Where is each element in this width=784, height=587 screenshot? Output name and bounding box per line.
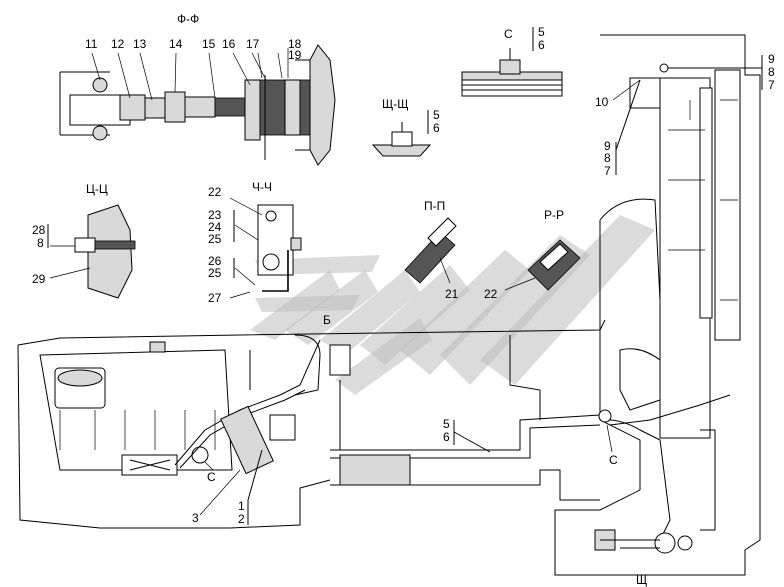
callout-6-main: 6	[443, 430, 450, 444]
callout-21: 21	[445, 287, 459, 301]
callout-25-upper: 25	[208, 232, 222, 246]
callout-15: 15	[202, 37, 216, 51]
section-tsts-detail	[49, 204, 136, 299]
section-label-s-top: С	[504, 27, 513, 41]
section-label-s-left: С	[207, 470, 216, 484]
section-label-chch: Ч-Ч	[252, 180, 272, 194]
callout-27: 27	[208, 291, 222, 305]
callout-22-rr: 22	[484, 287, 498, 301]
callout-8-mid: 8	[604, 151, 611, 165]
callout-1: 1	[238, 499, 245, 513]
callout-26: 26	[208, 254, 222, 268]
callout-25-lower: 25	[208, 266, 222, 280]
callout-19: 19	[288, 48, 302, 62]
callout-12: 12	[111, 37, 125, 51]
callout-9-right: 9	[768, 52, 775, 66]
section-rr-detail	[504, 239, 581, 291]
callout-29: 29	[32, 272, 46, 286]
section-ff-detail	[59, 44, 336, 166]
callout-8-tsts: 8	[37, 236, 44, 250]
callout-14: 14	[169, 37, 183, 51]
callout-17: 17	[246, 37, 260, 51]
callout-11: 11	[85, 37, 98, 51]
callout-5-top: 5	[538, 25, 545, 39]
callout-2: 2	[238, 512, 245, 526]
section-pp-detail	[404, 217, 457, 284]
callout-13: 13	[133, 37, 147, 51]
section-chch-detail	[229, 197, 302, 299]
callout-7-right: 7	[768, 78, 775, 92]
right-frame-structure	[554, 34, 761, 576]
section-label-b: Б	[323, 313, 331, 327]
section-shch-detail	[371, 122, 432, 157]
section-label-tsts: Ц-Ц	[86, 182, 108, 196]
section-label-s-right: С	[609, 453, 618, 467]
section-s-detail	[461, 48, 563, 97]
section-label-pp: П-П	[424, 199, 445, 213]
callout-7-mid: 7	[604, 164, 611, 178]
callout-9-mid: 9	[604, 139, 611, 153]
callout-3: 3	[192, 511, 199, 525]
callout-16: 16	[222, 37, 236, 51]
section-label-shch-bottom: Щ	[636, 573, 647, 587]
section-label-rr: Р-Р	[544, 208, 564, 222]
callout-6-shch: 6	[433, 121, 440, 135]
watermark-logo	[250, 215, 655, 395]
callout-5-shch: 5	[433, 108, 440, 122]
callout-8-right: 8	[768, 65, 775, 79]
callout-22-chch: 22	[208, 185, 222, 199]
callout-6-top: 6	[538, 38, 545, 52]
section-label-shch: Щ-Щ	[382, 97, 409, 111]
callout-18: 18	[288, 37, 302, 51]
callout-23: 23	[208, 208, 222, 222]
callout-5-main: 5	[443, 417, 450, 431]
section-label-ff: Ф-Ф	[177, 12, 199, 26]
callout-10: 10	[595, 95, 609, 109]
callout-28: 28	[32, 223, 46, 237]
callout-24: 24	[208, 220, 222, 234]
